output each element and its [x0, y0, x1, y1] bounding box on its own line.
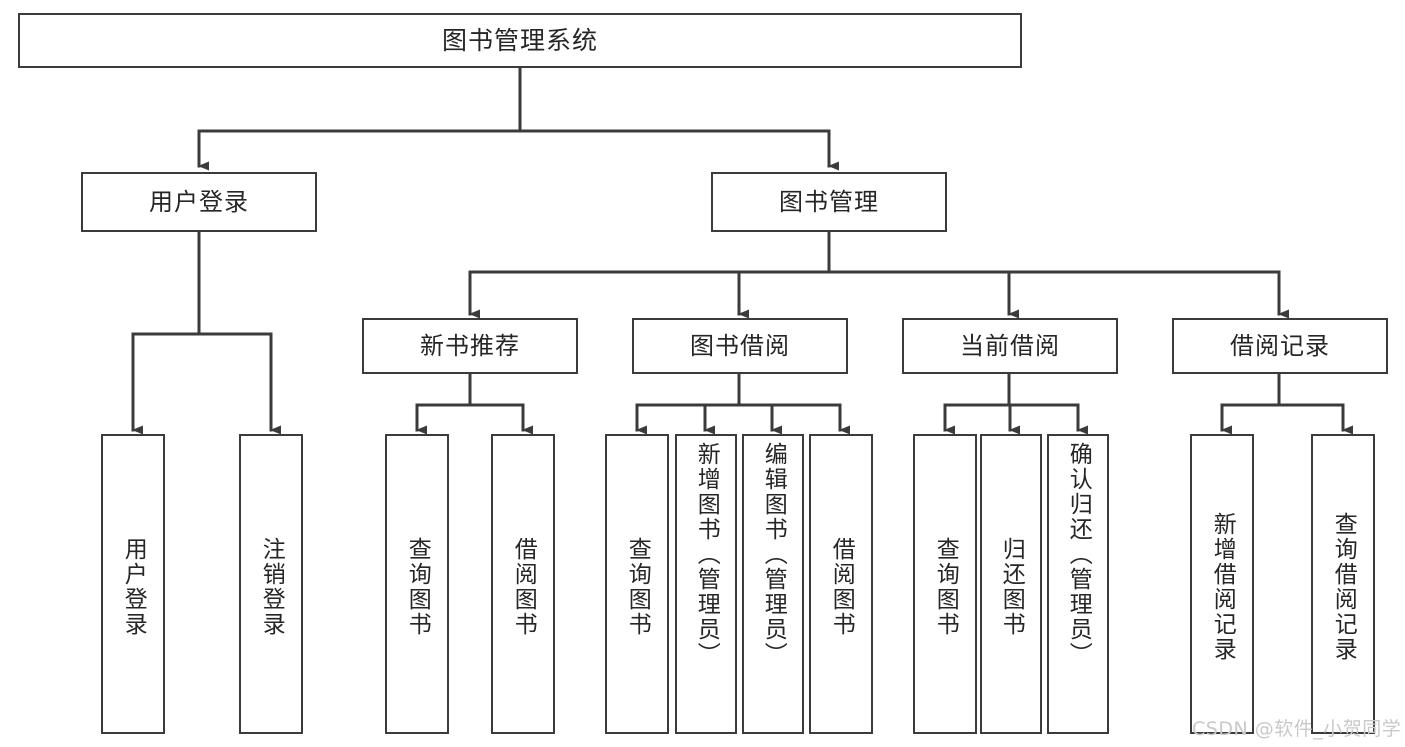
leaf-book-borrow-edit-admin[interactable]: 编辑图书（管理员） — [742, 434, 804, 734]
leaf-borrow-record-add[interactable]: 新增借阅记录 — [1190, 434, 1254, 734]
leaf-new-book-borrow[interactable]: 借阅图书 — [491, 434, 555, 734]
node-label: 借阅图书 — [828, 537, 855, 637]
node-label: 归还图书 — [998, 537, 1025, 637]
node-label: 图书管理系统 — [441, 25, 598, 55]
node-label: 确认归还（管理员） — [1065, 442, 1092, 667]
node-label: 查询借阅记录 — [1330, 512, 1357, 662]
node-label: 查询图书 — [932, 537, 959, 637]
node-new-book-recommend[interactable]: 新书推荐 — [362, 318, 578, 374]
node-label: 用户登录 — [149, 187, 249, 216]
node-label: 查询图书 — [624, 537, 651, 637]
node-label: 新书推荐 — [420, 331, 520, 360]
node-root-book-management-system[interactable]: 图书管理系统 — [18, 13, 1022, 68]
node-label: 当前借阅 — [960, 331, 1060, 360]
node-current-borrow[interactable]: 当前借阅 — [902, 318, 1118, 374]
node-label: 借阅记录 — [1230, 331, 1330, 360]
node-label: 新增图书（管理员） — [693, 442, 720, 667]
node-borrow-record[interactable]: 借阅记录 — [1172, 318, 1388, 374]
node-book-borrow[interactable]: 图书借阅 — [632, 318, 848, 374]
csdn-watermark: CSDN @软件_小贺同学 — [1192, 718, 1402, 740]
node-label: 用户登录 — [120, 537, 147, 637]
leaf-current-borrow-return[interactable]: 归还图书 — [980, 434, 1042, 734]
leaf-book-borrow-query[interactable]: 查询图书 — [605, 434, 669, 734]
node-user-login[interactable]: 用户登录 — [81, 172, 317, 232]
leaf-book-borrow-add-admin[interactable]: 新增图书（管理员） — [675, 434, 737, 734]
node-label: 编辑图书（管理员） — [760, 442, 787, 667]
node-label: 查询图书 — [404, 537, 431, 637]
leaf-user-login-login[interactable]: 用户登录 — [101, 434, 165, 734]
leaf-borrow-record-query[interactable]: 查询借阅记录 — [1311, 434, 1375, 734]
leaf-user-login-logout[interactable]: 注销登录 — [239, 434, 303, 734]
leaf-current-borrow-query[interactable]: 查询图书 — [913, 434, 977, 734]
node-label: 图书管理 — [779, 187, 879, 216]
node-label: 新增借阅记录 — [1209, 512, 1236, 662]
node-label: 注销登录 — [258, 537, 285, 637]
node-label: 图书借阅 — [690, 331, 790, 360]
leaf-book-borrow-borrow[interactable]: 借阅图书 — [809, 434, 873, 734]
leaf-new-book-query[interactable]: 查询图书 — [385, 434, 449, 734]
leaf-current-borrow-confirm-admin[interactable]: 确认归还（管理员） — [1047, 434, 1109, 734]
node-label: 借阅图书 — [510, 537, 537, 637]
node-book-management[interactable]: 图书管理 — [711, 172, 947, 232]
